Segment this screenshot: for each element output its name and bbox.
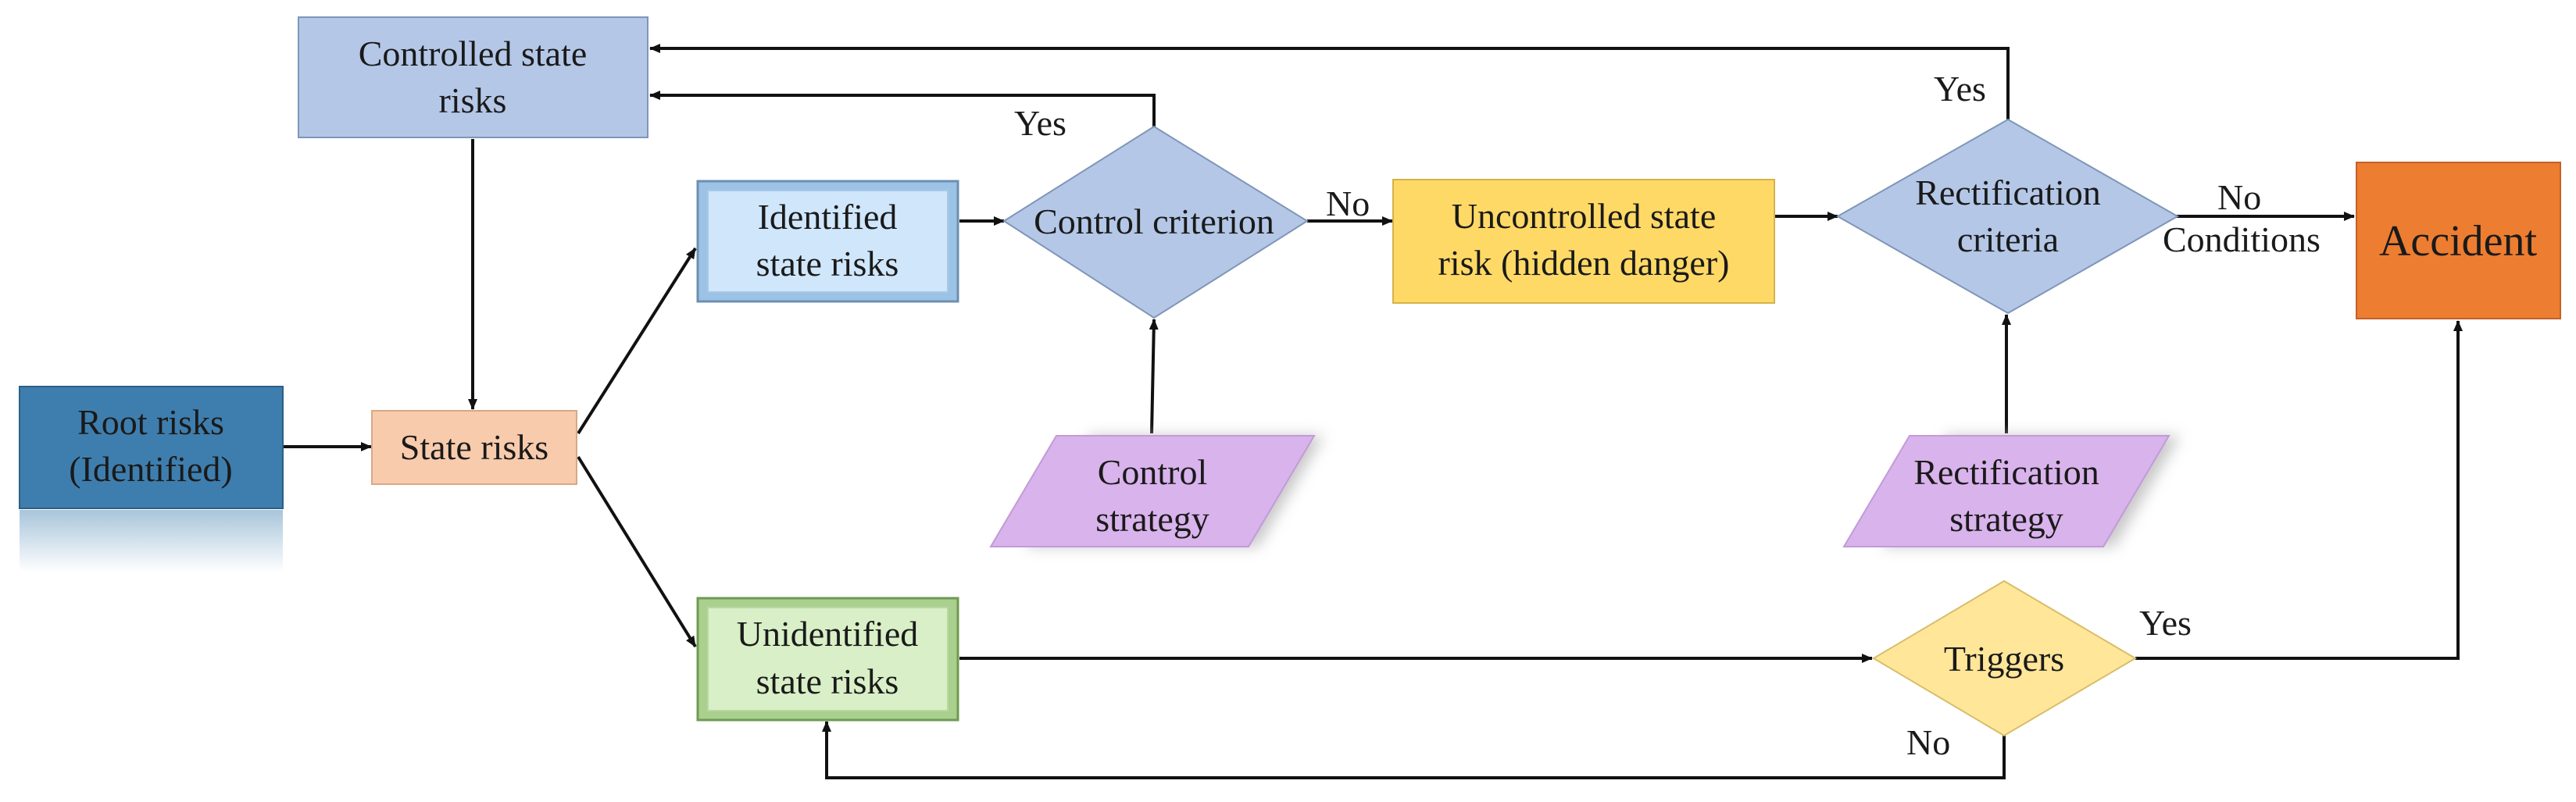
rectification-criteria-label-2: criteria: [1957, 219, 2059, 259]
uncontrolled-label-1: Uncontrolled state: [1452, 196, 1717, 236]
node-controlled-state-risks: Controlled state risks: [298, 16, 648, 138]
unidentified-label-2: state risks: [756, 661, 899, 701]
uncontrolled-box: [1392, 179, 1775, 304]
node-control-strategy: Control strategy: [989, 435, 1324, 547]
node-rectification-criteria: Rectification criteria: [1835, 118, 2180, 315]
state-box: [371, 410, 577, 485]
node-unidentified-state-risks: Unidentified state risks: [696, 597, 959, 722]
rectification-diamond: [1835, 118, 2180, 315]
rectification-criteria-label-1: Rectification: [1915, 173, 2101, 212]
edge-state-to-identified: [577, 247, 697, 435]
controlled-box: [298, 16, 648, 138]
identified-label-2: state risks: [756, 244, 899, 283]
rectification-strategy-shape: [1842, 435, 2170, 547]
control-strategy-label-1: Control: [1098, 452, 1208, 492]
label-rectification-conditions: Conditions: [2163, 219, 2321, 259]
identified-inner: [707, 190, 949, 293]
root-reflection: [20, 510, 283, 572]
accident-box: [2356, 162, 2561, 319]
node-triggers: Triggers: [1872, 579, 2137, 737]
edge-control-yes-to-controlled: [649, 91, 1156, 130]
uncontrolled-label-2: risk (hidden danger): [1438, 243, 1730, 283]
node-accident: Accident: [2356, 162, 2561, 319]
edge-labels: Yes No Yes No Conditions Yes No: [1014, 69, 2321, 762]
triggers-diamond: [1872, 579, 2137, 737]
node-uncontrolled-state-risk: Uncontrolled state risk (hidden danger): [1392, 179, 1775, 304]
edge-triggers-yes-to-accident: [2135, 320, 2463, 660]
root-label-1: Root risks: [77, 402, 224, 442]
triggers-label: Triggers: [1944, 639, 2064, 679]
label-rectification-yes: Yes: [1934, 69, 1986, 109]
controlled-label-2: risks: [439, 80, 507, 120]
rectification-strategy-label-1: Rectification: [1913, 452, 2099, 492]
root-box: [19, 386, 284, 509]
label-control-yes: Yes: [1014, 103, 1066, 143]
unidentified-inner: [707, 607, 949, 711]
identified-label-1: Identified: [758, 197, 898, 237]
control-diamond: [1002, 125, 1309, 319]
unidentified-label-1: Unidentified: [737, 614, 919, 654]
control-strategy-label-2: strategy: [1095, 499, 1209, 539]
control-label: Control criterion: [1034, 201, 1274, 241]
accident-label: Accident: [2379, 217, 2538, 266]
edge-state-to-unidentified: [577, 455, 697, 648]
node-control-criterion: Control criterion: [1002, 125, 1309, 319]
edge-rectification-yes-to-controlled: [649, 44, 2010, 121]
edge-triggers-no-to-unidentified: [822, 721, 2006, 779]
state-label: State risks: [400, 427, 548, 467]
node-rectification-strategy: Rectification strategy: [1842, 435, 2180, 547]
label-triggers-no: No: [1906, 722, 1950, 762]
node-state-risks: State risks: [371, 410, 577, 485]
controlled-label-1: Controlled state: [359, 34, 588, 73]
node-identified-state-risks: Identified state risks: [696, 180, 959, 303]
control-strategy-shape: [989, 435, 1316, 547]
rectification-strategy-label-2: strategy: [1949, 499, 2063, 539]
label-control-no: No: [1326, 184, 1370, 223]
node-root-risks: Root risks (Identified): [19, 386, 284, 572]
edges: [283, 44, 2463, 779]
edge-control-strategy-to-control: [1149, 319, 1159, 434]
label-triggers-yes: Yes: [2139, 603, 2192, 643]
root-label-2: (Identified): [69, 449, 232, 489]
label-rectification-no: No: [2217, 177, 2261, 217]
